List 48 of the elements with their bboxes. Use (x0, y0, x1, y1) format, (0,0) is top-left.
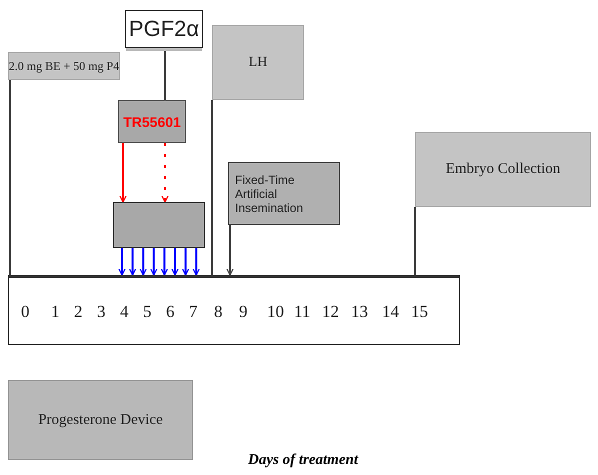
arrow (160, 248, 168, 276)
connector-line (414, 207, 416, 275)
treatment-box (125, 10, 203, 48)
box-label: TR55601 (123, 114, 181, 130)
day-number: 5 (143, 302, 152, 322)
day-number: 3 (97, 302, 106, 322)
day-number: 14 (382, 302, 399, 322)
timeline-bar (8, 275, 460, 345)
connector-line (9, 80, 11, 275)
box-label: PGF2α (128, 16, 200, 42)
arrow (119, 143, 127, 203)
connector-line (164, 48, 166, 100)
day-number: 4 (120, 302, 128, 322)
day-number: 8 (214, 302, 222, 322)
day-number: 15 (411, 302, 428, 322)
day-number: 6 (166, 302, 174, 322)
arrow (226, 225, 234, 276)
box-label: Fixed-Time Artificial Insemination (235, 172, 304, 214)
axis-label: Days of treatment (248, 452, 358, 469)
connector-line (211, 100, 213, 275)
box-label: Progesterone Device (38, 412, 163, 428)
arrow (182, 248, 190, 276)
arrow (140, 248, 147, 276)
treatment-box (8, 52, 120, 80)
box-label: Embryo Collection (446, 161, 560, 178)
day-number: 9 (239, 302, 248, 322)
day-number: 0 (21, 302, 30, 322)
arrow (129, 248, 136, 276)
day-number: 2 (74, 302, 82, 322)
arrow (161, 143, 169, 203)
day-number: 10 (267, 302, 284, 322)
day-number: 7 (189, 302, 198, 322)
event-box (415, 132, 591, 207)
box-label: 2.0 mg BE + 50 mg P4 (8, 58, 120, 74)
arrow (192, 248, 200, 276)
event-box (212, 25, 304, 100)
day-number: 1 (51, 302, 60, 322)
arrow (171, 248, 179, 276)
event-box (228, 162, 340, 225)
box-label: LH (248, 54, 268, 70)
arrow (118, 248, 126, 276)
device-box (8, 380, 193, 460)
day-number: 11 (294, 302, 310, 322)
day-number: 12 (322, 302, 339, 322)
treatment-box (118, 100, 186, 143)
day-number: 13 (351, 302, 368, 322)
treatment-box (113, 202, 205, 248)
arrow (150, 248, 158, 276)
